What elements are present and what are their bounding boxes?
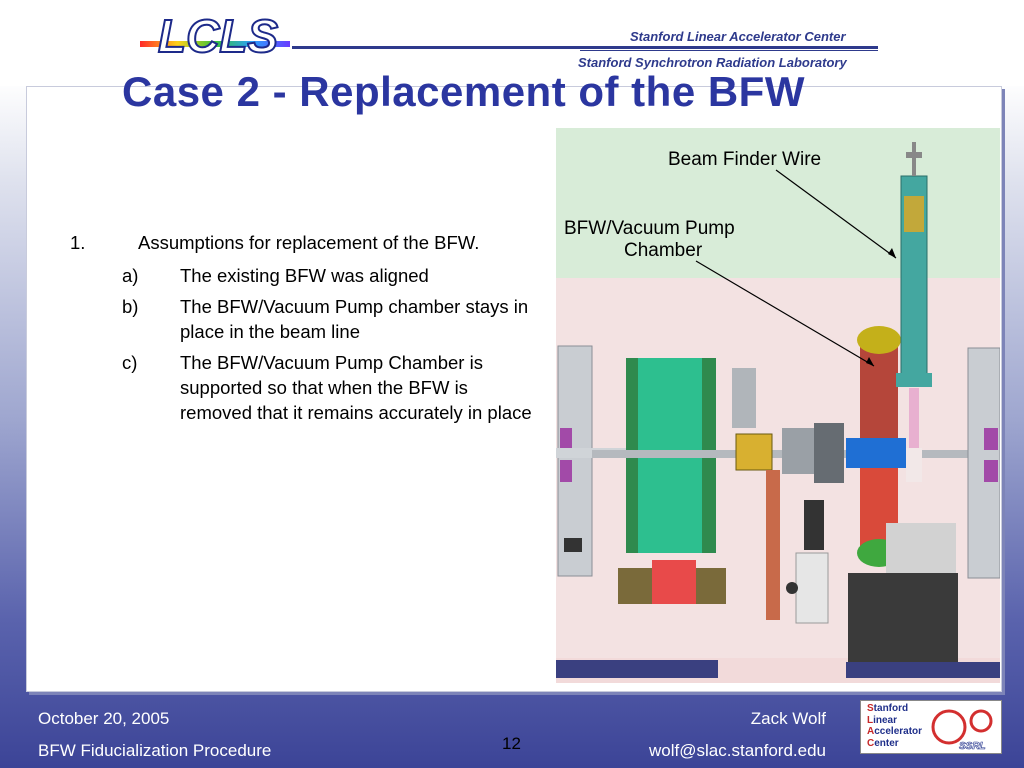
bellows	[732, 368, 844, 624]
sub-text: The BFW/Vacuum Pump chamber stays in pla…	[180, 296, 529, 342]
sub-item-a: a) The existing BFW was aligned	[40, 263, 540, 288]
slide-title: Case 2 - Replacement of the BFW	[122, 68, 805, 115]
callout-chamber-line1: BFW/Vacuum Pump	[564, 218, 735, 239]
list-text: Assumptions for replacement of the BFW.	[138, 232, 480, 253]
vacuum-pump-chamber	[846, 326, 958, 673]
ssrl-label: Stanford Synchrotron Radiation Laborator…	[578, 55, 847, 70]
sub-item-b: b) The BFW/Vacuum Pump chamber stays in …	[40, 294, 540, 344]
callout-chamber-line2: Chamber	[624, 240, 703, 261]
right-stand	[967, 347, 1000, 579]
header-rule-thin	[580, 50, 878, 51]
sub-number: a)	[122, 265, 139, 286]
sub-text: The existing BFW was aligned	[180, 265, 429, 286]
footer-email: wolf@slac.stanford.edu	[649, 741, 826, 760]
list-item: 1. Assumptions for replacement of the BF…	[40, 230, 540, 255]
svg-text:LCLS: LCLS	[158, 10, 278, 62]
slac-ssrl-badge: Stanford Linear Accelerator Center SSRL	[860, 700, 1002, 754]
list-number: 1.	[70, 232, 86, 253]
assumption-list: 1. Assumptions for replacement of the BF…	[40, 230, 540, 431]
header-rule	[292, 46, 878, 49]
beam-finder-wire-assembly	[896, 142, 932, 482]
footer-date: October 20, 2005	[38, 709, 170, 728]
sub-number: c)	[122, 352, 138, 373]
callout-beam-finder-wire: Beam Finder Wire	[668, 149, 821, 170]
sub-text: The BFW/Vacuum Pump Chamber is supported…	[180, 352, 532, 423]
lcls-logo: LCLS	[140, 9, 290, 62]
slac-wordmark: Stanford Linear Accelerator Center	[867, 703, 923, 749]
footer-doc-title: BFW Fiducialization Procedure	[38, 741, 272, 760]
footer-author: Zack Wolf	[750, 709, 826, 728]
slac-label: Stanford Linear Accelerator Center	[630, 29, 846, 44]
bfw-chamber-render: Beam Finder Wire BFW/Vacuum Pump Chamber	[556, 128, 1000, 683]
sub-item-c: c) The BFW/Vacuum Pump Chamber is suppor…	[40, 350, 540, 425]
svg-text:SSRL: SSRL	[959, 741, 986, 751]
ssrl-ring-icon: SSRL	[931, 709, 993, 751]
page-number: 12	[502, 734, 521, 753]
sub-number: b)	[122, 296, 139, 317]
left-stand	[556, 345, 636, 577]
